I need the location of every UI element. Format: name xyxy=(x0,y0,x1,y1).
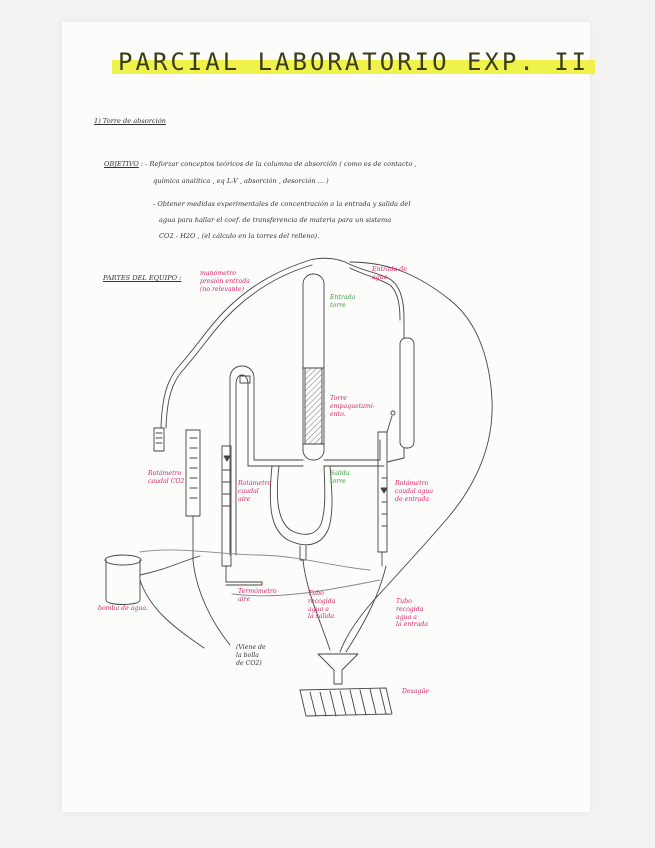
outlet-u-tube xyxy=(270,466,332,545)
label-manometer: manómetro presión entrada (no relevante) xyxy=(200,270,250,293)
label-water-pump: bomba de agua. xyxy=(98,605,148,613)
label-tower-inlet: Entrada torre xyxy=(330,294,355,310)
funnel xyxy=(318,654,358,684)
water-pump xyxy=(106,560,140,605)
label-packed-tower: Torre empaquetami- ento. xyxy=(330,395,375,418)
return-hose xyxy=(340,262,492,652)
label-co2-bottle: (Viene de la bolla de CO2) xyxy=(236,644,266,667)
label-co2-rotameter: Rotámetro caudal CO2 xyxy=(148,470,184,486)
air-u-tube xyxy=(230,366,303,555)
label-outlet-tube: Tubo recogida agua a la salida xyxy=(308,590,335,621)
label-drain: Desagüe xyxy=(402,688,429,696)
water-rotameter xyxy=(378,432,387,552)
inlet-standpipe xyxy=(400,338,414,448)
tower-packing xyxy=(305,368,322,444)
label-air-rotameter: Rotámetro caudal aire xyxy=(238,480,271,503)
manometer xyxy=(154,428,164,451)
drain-grate xyxy=(300,688,392,716)
label-water-inlet: Entrada de agua xyxy=(372,266,407,282)
co2-rotameter xyxy=(186,430,200,516)
label-tower-outlet: Salida torre xyxy=(330,470,350,486)
label-thermometer: Termómetro aire xyxy=(238,588,277,604)
label-inlet-tube: Tubo recogida agua a la entrada xyxy=(396,598,428,629)
label-water-rotameter: Rotámetro caudal agua de entrada xyxy=(395,480,433,503)
